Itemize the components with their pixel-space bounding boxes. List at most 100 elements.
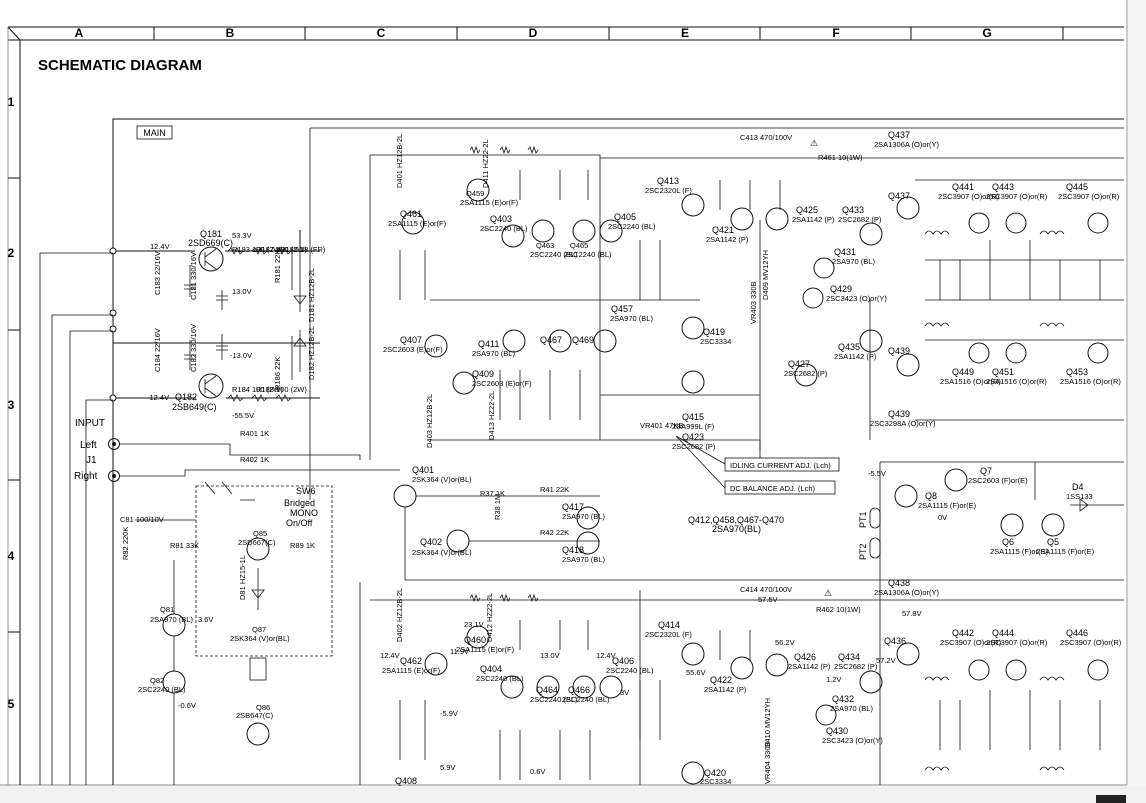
q438-type: 2SA1306A (O)or(Y) xyxy=(874,588,940,597)
r42-label: R42 22K xyxy=(540,528,569,537)
row-label-4: 4 xyxy=(8,549,15,563)
channel-bottom-amp: Q462 2SA1115 (E)or(F) Q460 2SA1115 (E)or… xyxy=(178,513,1124,786)
r461-label: R461 10(1W) xyxy=(818,153,863,162)
q426-type: 2SA1142 (P) xyxy=(788,662,831,671)
q421-ref: Q421 xyxy=(712,225,734,235)
c414-label: C414 470/100V xyxy=(740,585,792,594)
switch-sw6: SW6 Bridged MONO On/Off Q85 2SD667(C) D8… xyxy=(195,481,333,746)
r82-label: R82 220K xyxy=(121,527,130,560)
r41-label: R41 22K xyxy=(540,485,569,494)
q442-ref: Q442 xyxy=(952,628,974,638)
v-1-2: 1.2V xyxy=(826,675,841,684)
c413-label: C413 470/100V xyxy=(740,133,792,142)
q459-ref: Q459 xyxy=(466,189,484,198)
q465-type: 2SC2240 (BL) xyxy=(564,250,612,259)
d402-label: D402 HZ12B-2L xyxy=(395,588,404,642)
col-label-b: B xyxy=(226,26,235,40)
vr403-label: VR403 330B xyxy=(749,281,758,324)
v-5-9: 5.9V xyxy=(440,763,455,772)
q409-ref: Q409 xyxy=(472,369,494,379)
q443-ref: Q443 xyxy=(992,182,1014,192)
r185-label: R185 18 (FR) xyxy=(280,245,326,254)
idling-adj-label: IDLING CURRENT ADJ. (Lch) xyxy=(730,461,831,470)
col-label-g: G xyxy=(982,26,991,40)
pt2-label: PT2 xyxy=(858,543,868,560)
v-56-2: 56.2V xyxy=(775,638,795,647)
q441-type: 2SC3907 (O)or(R) xyxy=(938,192,1000,201)
q404-ref: Q404 xyxy=(480,664,502,674)
q406-ref: Q406 xyxy=(612,656,634,666)
section-label-main: MAIN xyxy=(143,128,166,138)
q408-ref: Q408 xyxy=(395,776,417,786)
q420-ref: Q420 xyxy=(704,768,726,778)
v-12-4c: 12.4V xyxy=(596,651,616,660)
q8-type: 2SA1115 (F)or(E) xyxy=(918,501,977,510)
vr401-label: VR401 47KB xyxy=(640,421,683,430)
q413-ref: Q413 xyxy=(657,176,679,186)
q466-type: 2SC2240 (BL) xyxy=(562,695,610,704)
q437-type: 2SA1306A (O)or(Y) xyxy=(874,140,940,149)
q5-type: 2SA1115 (F)or(E) xyxy=(1036,547,1095,556)
r401-label: R401 1K xyxy=(240,429,269,438)
q449-ref: Q449 xyxy=(952,367,974,377)
r186-label: R186 22K xyxy=(273,357,282,390)
q401-type: 2SK364 (V)or(BL) xyxy=(412,475,472,484)
q461-ref: Q461 xyxy=(400,209,422,219)
q406-type: 2SC2240 (BL) xyxy=(606,666,654,675)
q404-type: 2SC2240 (BL) xyxy=(476,674,524,683)
v-23-1: 23.1V xyxy=(464,620,484,629)
vr404-label: VR404 330B xyxy=(763,741,772,784)
input-right-label: Right xyxy=(74,471,98,482)
v-57-8: 57.8V xyxy=(902,609,922,618)
channel-top-amp: Q461 2SA1115 (E)or(F) Q459 2SA1115 (E)or… xyxy=(309,127,1124,500)
q181-type: 2SD669(C) xyxy=(188,238,233,248)
q86-type: 2SB647(C) xyxy=(236,711,274,720)
d412-label: D412 HZ22-2L xyxy=(485,593,494,642)
q445-type: 2SC3907 (O)or(R) xyxy=(1058,192,1120,201)
v-0v: 0V xyxy=(938,513,947,522)
d4-ref: D4 xyxy=(1072,482,1084,492)
col-label-d: D xyxy=(529,26,538,40)
q463-type: 2SC2240 (BL) xyxy=(530,250,578,259)
q402-type: 2SK364 (V)or(BL) xyxy=(412,548,472,557)
r183-label: R183 100 (2W) xyxy=(232,245,283,254)
warning-icon-2: ⚠ xyxy=(824,588,832,598)
r188-label: R188 100 (2W) xyxy=(256,385,307,394)
q415-type: 2SA999L (F) xyxy=(672,422,715,431)
note-transistors-type: 2SA970(BL) xyxy=(712,524,761,534)
q457-type: 2SA970 (BL) xyxy=(610,314,653,323)
r402-label: R402 1K xyxy=(240,455,269,464)
input-jack-label: J1 xyxy=(86,455,97,466)
q444-ref: Q444 xyxy=(992,628,1014,638)
col-label-c: C xyxy=(377,26,386,40)
q439-type: 2SC3298A (O)or(Y) xyxy=(870,419,936,428)
q469-ref: Q469 xyxy=(572,335,594,345)
row-label-5: 5 xyxy=(8,697,15,711)
q430-ref: Q430 xyxy=(826,726,848,736)
q433-ref: Q433 xyxy=(842,205,864,215)
q429-ref: Q429 xyxy=(830,284,852,294)
q467-ref: Q467 xyxy=(540,335,562,345)
v-neg-13-0: -13.0V xyxy=(230,351,252,360)
c181-label: C181 330/16V xyxy=(189,252,198,300)
q435-ref: Q435 xyxy=(838,342,860,352)
q8-ref: Q8 xyxy=(925,491,937,501)
q182-type: 2SB649(C) xyxy=(172,402,217,412)
d403-label: D403 HZ12B-2L xyxy=(425,394,434,448)
r187-label: R187 100 (2W) xyxy=(256,245,307,254)
q432-type: 2SA970 (BL) xyxy=(830,704,873,713)
q466-ref: Q466 xyxy=(568,685,590,695)
c182-label: C182 330/16V xyxy=(189,324,198,372)
q439-ref: Q439 xyxy=(888,346,910,356)
v-12-4: 12.4V xyxy=(150,242,170,251)
q409-type: 2SC2603 (E)or(F) xyxy=(472,379,532,388)
row-label-2: 2 xyxy=(8,246,15,260)
q437-ref: Q437 xyxy=(888,130,910,140)
q418-type: 2SA970 (BL) xyxy=(562,555,605,564)
q81-ref: Q81 xyxy=(160,605,174,614)
q460-type: 2SA1115 (E)or(F) xyxy=(456,645,515,654)
q460-ref: Q460 xyxy=(464,635,486,645)
q453-type: 2SA1516 (O)or(R) xyxy=(1060,377,1121,386)
v-3-6: 3.6V xyxy=(198,615,213,624)
